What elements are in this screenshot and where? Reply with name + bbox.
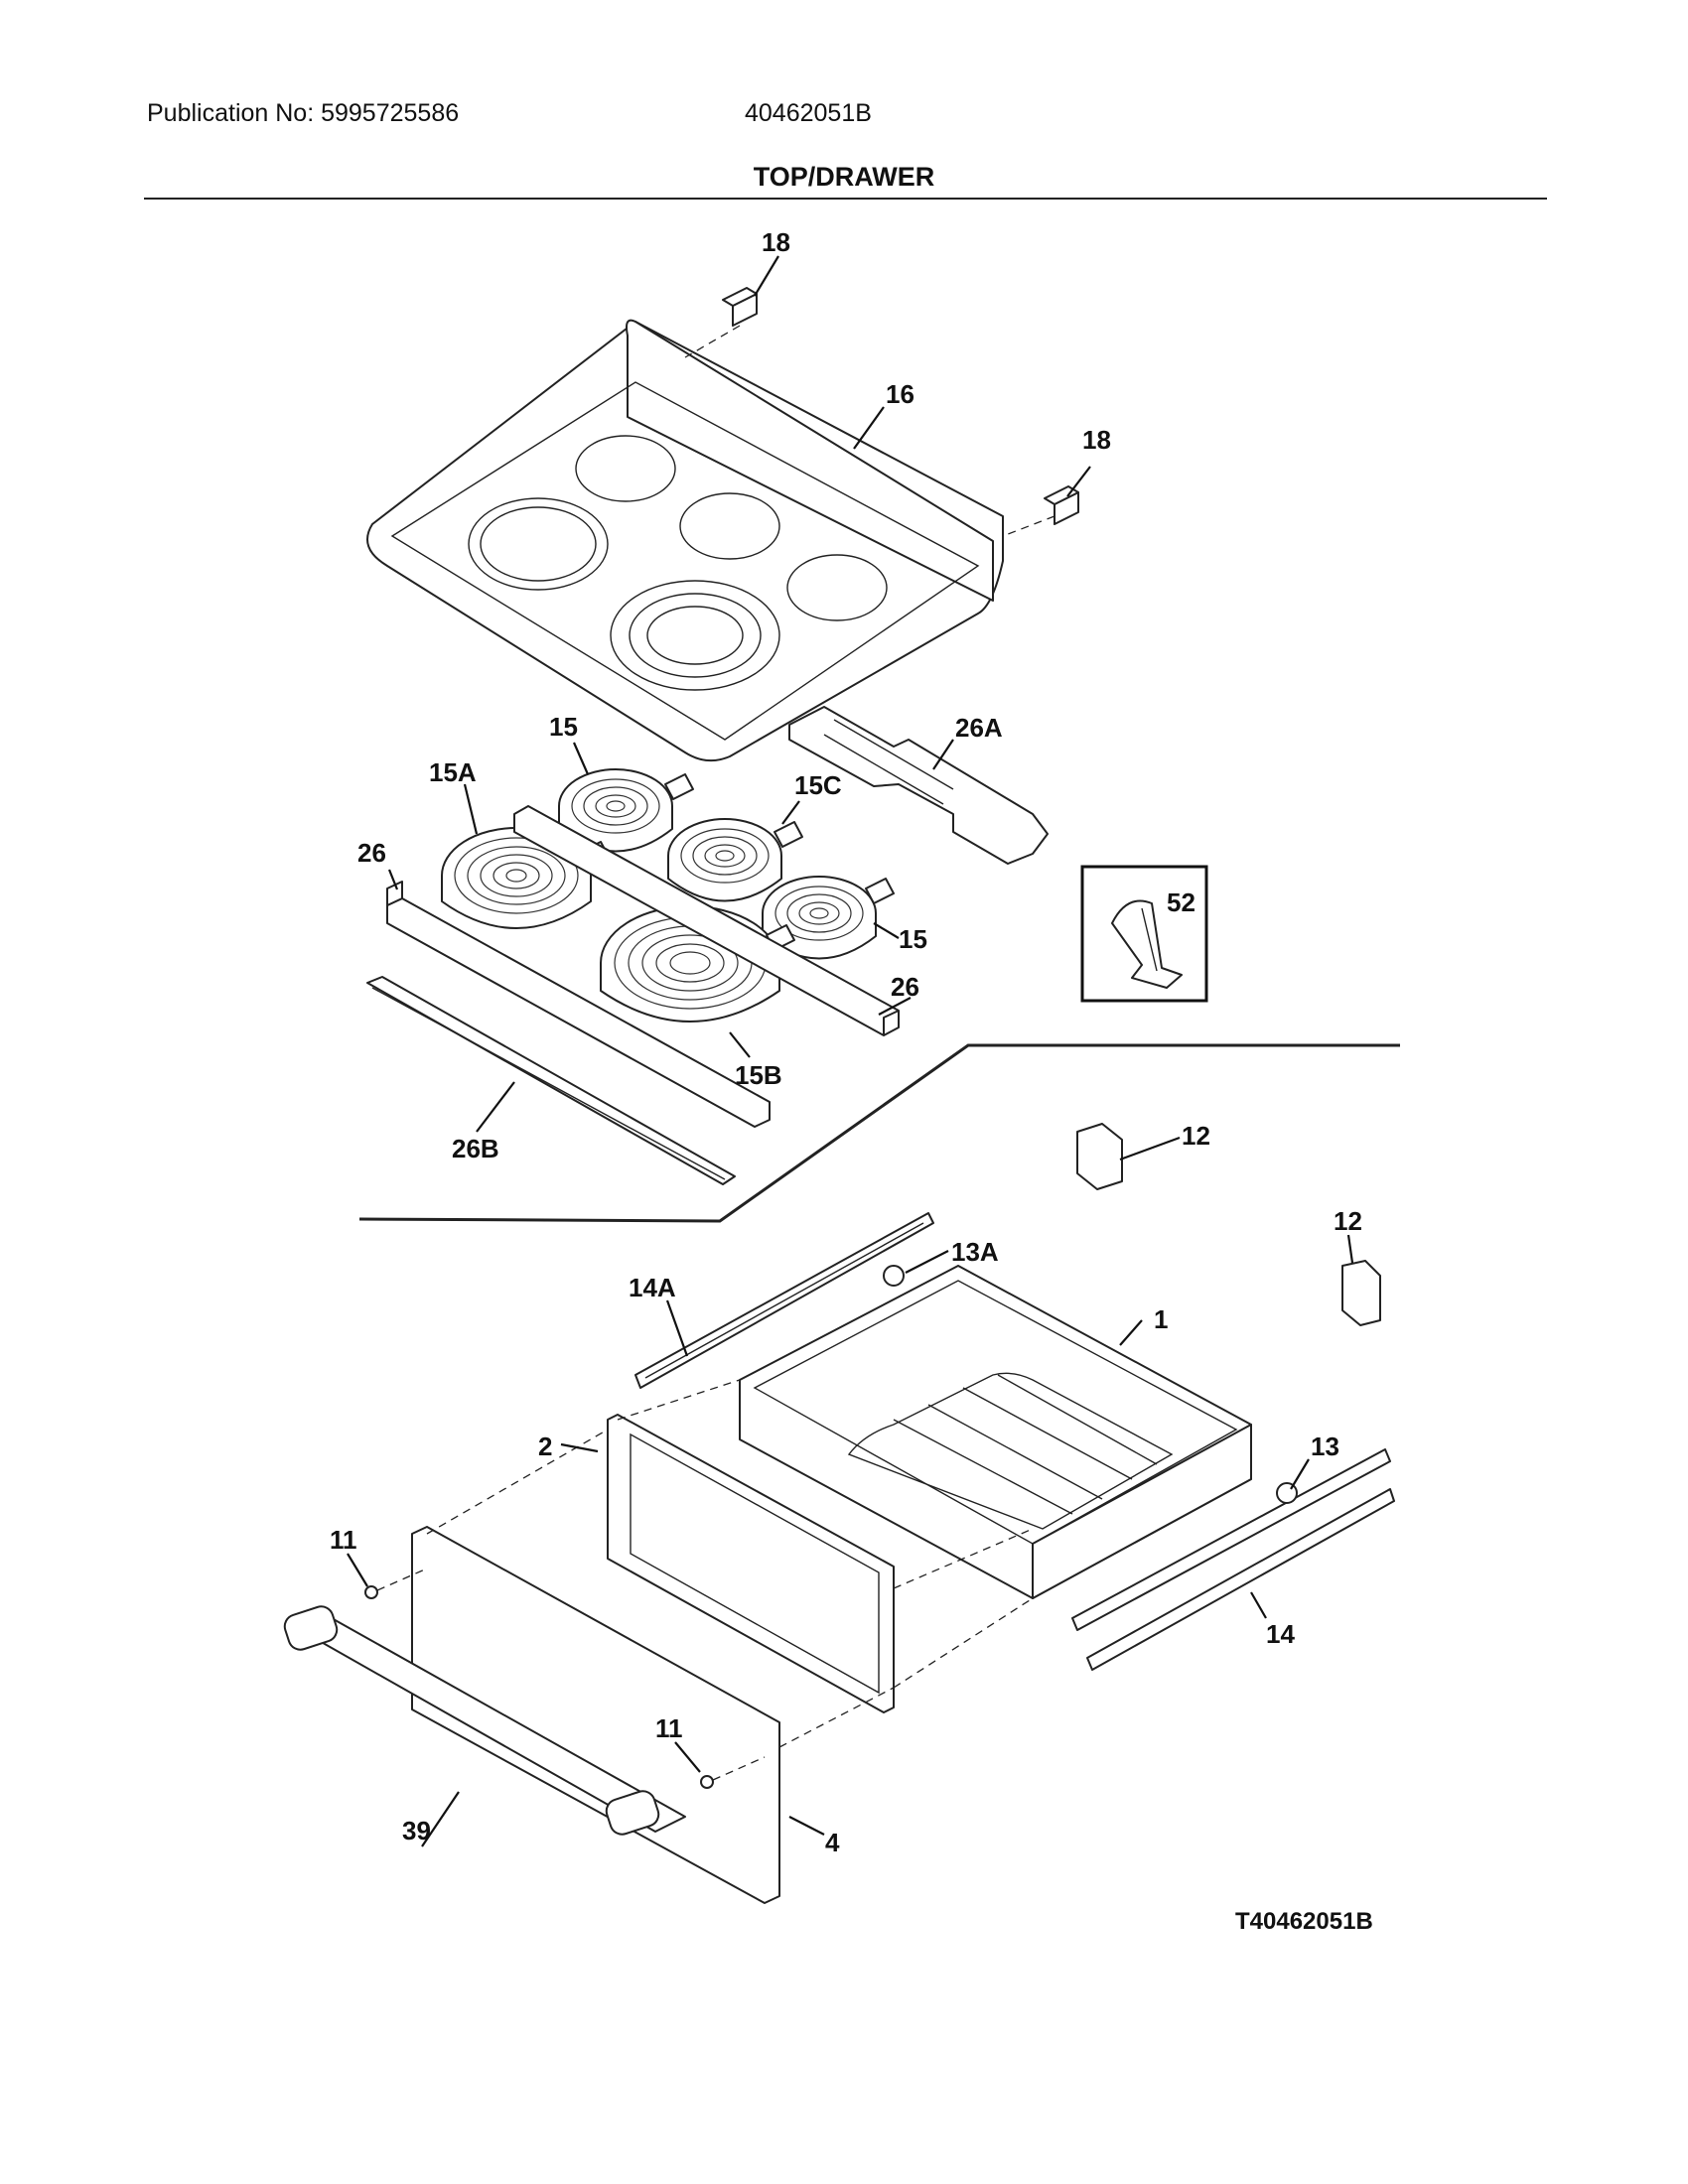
inset-box <box>1080 865 1208 1003</box>
drawer-body-part <box>739 1265 1252 1599</box>
label-15b: 15B <box>735 1060 782 1090</box>
label-1: 1 <box>1154 1304 1168 1334</box>
screw-parts <box>364 1568 766 1789</box>
label-4: 4 <box>825 1828 840 1857</box>
bracket-part <box>684 287 1079 537</box>
glide-parts <box>634 1212 1395 1671</box>
label-15-top: 15 <box>549 712 578 742</box>
section-separator <box>358 1043 1400 1223</box>
label-14: 14 <box>1266 1619 1295 1649</box>
support-bracket-part <box>788 706 1049 865</box>
label-15c: 15C <box>794 770 842 800</box>
publication-number: Publication No: 5995725586 <box>147 99 460 127</box>
label-16: 16 <box>886 379 914 409</box>
drawer-bracket-parts <box>1076 1123 1381 1326</box>
cooktop-part <box>366 319 1004 762</box>
label-39: 39 <box>402 1816 431 1845</box>
label-26-left: 26 <box>357 838 386 868</box>
diagram-code: T40462051B <box>1235 1908 1373 1935</box>
rail-parts <box>386 805 900 1128</box>
label-14a: 14A <box>629 1273 676 1302</box>
handle-part <box>283 1605 686 1836</box>
label-12-a: 12 <box>1182 1121 1210 1151</box>
label-12-b: 12 <box>1334 1206 1362 1236</box>
model-number: 40462051B <box>745 99 872 127</box>
label-26a: 26A <box>955 713 1003 743</box>
label-18-left: 18 <box>762 227 790 257</box>
title-divider <box>144 198 1547 200</box>
label-26b: 26B <box>452 1134 499 1163</box>
callout-labels: 18 18 16 15 15A 15C 15 15B 26 26 26A 26B… <box>330 227 1362 1857</box>
drawer-front-frame-part <box>607 1379 1034 1713</box>
label-26-right: 26 <box>891 972 919 1002</box>
label-13: 13 <box>1311 1432 1339 1461</box>
label-18-right: 18 <box>1082 425 1111 455</box>
leader-lines <box>347 255 1354 1847</box>
label-11-right: 11 <box>655 1713 683 1743</box>
label-52: 52 <box>1167 887 1196 917</box>
page-title: TOP/DRAWER <box>753 162 935 192</box>
label-13a: 13A <box>951 1237 999 1267</box>
front-support-part <box>366 976 736 1185</box>
label-2: 2 <box>538 1432 552 1461</box>
label-15-right: 15 <box>899 924 927 954</box>
label-11-left: 11 <box>330 1525 357 1555</box>
label-15a: 15A <box>429 757 477 787</box>
